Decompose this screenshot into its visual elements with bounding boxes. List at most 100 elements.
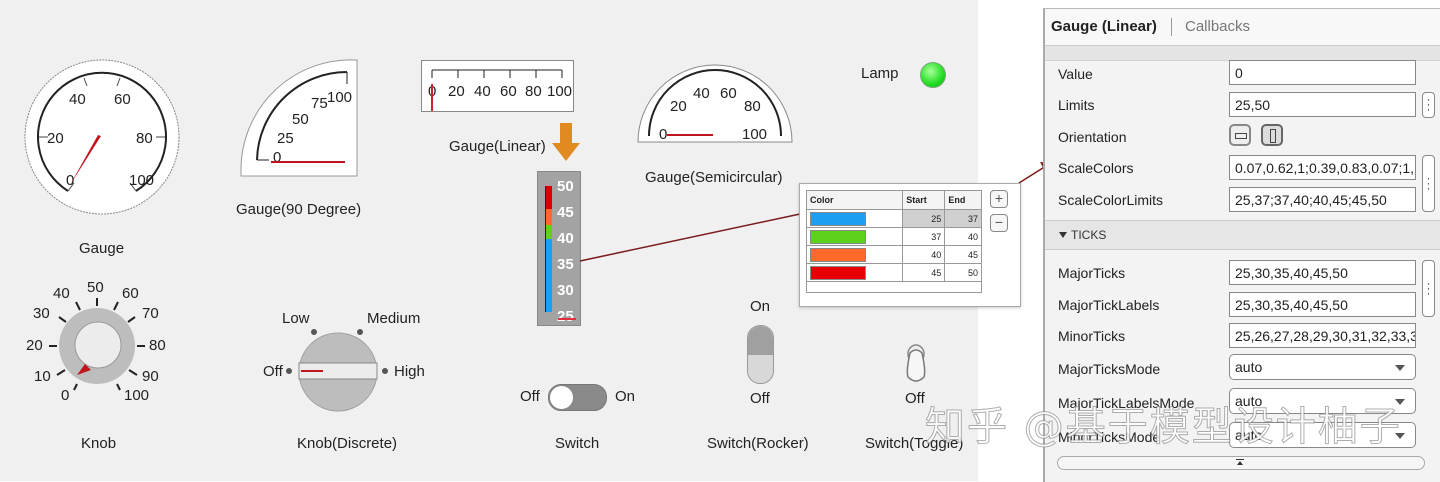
scale-colors-more-button[interactable]: ··· [1422,155,1435,212]
major-tick-labels-mode-label: MajorTickLabelsMode [1058,395,1195,411]
svg-text:60: 60 [500,83,517,100]
scale-band-green [546,225,552,239]
minor-ticks-label: MinorTicks [1058,328,1126,344]
table-row[interactable]: 37 40 [805,227,982,246]
svg-text:20: 20 [47,130,64,147]
orientation-horizontal-button[interactable] [1229,124,1251,146]
limits-more-button[interactable]: ··· [1422,92,1435,118]
color-swatch[interactable] [810,247,866,262]
start-cell[interactable]: 37 [902,227,946,246]
ticks-section-title: TICKS [1071,228,1107,242]
svg-text:0: 0 [61,387,69,404]
svg-text:100: 100 [742,126,767,143]
lamp-label: Lamp [861,65,899,82]
major-ticks-label: MajorTicks [1058,265,1126,281]
switch-thumb [549,385,574,410]
svg-text:20: 20 [670,98,687,115]
end-cell[interactable]: 37 [944,209,982,228]
table-row[interactable]: 45 50 [805,263,982,282]
orientation-label: Orientation [1058,129,1127,145]
start-cell[interactable]: 25 [902,209,946,228]
remove-row-button[interactable]: − [990,214,1008,232]
column-header-color: Color [805,190,904,210]
svg-text:90: 90 [142,368,159,385]
ninety-degree-gauge[interactable]: 0 25 50 75 100 [240,59,358,177]
svg-text:100: 100 [547,83,572,100]
svg-text:40: 40 [53,285,70,302]
property-inspector: Gauge (Linear) Callbacks Value 0 Limits … [1043,8,1440,482]
svg-text:70: 70 [142,305,159,322]
table-row[interactable]: 25 37 [805,209,982,228]
knob-discrete-option-off[interactable]: Off [263,363,283,380]
add-row-button[interactable]: + [990,190,1008,208]
limits-field[interactable]: 25,50 [1229,92,1416,117]
start-cell[interactable]: 45 [902,263,946,282]
svg-text:40: 40 [474,83,491,100]
gauge-semicircular-label: Gauge(Semicircular) [645,169,783,186]
knob-discrete-option-low[interactable]: Low [282,310,310,327]
scale-band-red [546,186,552,225]
tab-gauge-linear[interactable]: Gauge (Linear) [1051,18,1157,35]
gauge-linear-label: Gauge(Linear) [449,138,546,155]
rocker-switch[interactable] [747,325,774,384]
collapse-caret-icon [1059,232,1067,238]
color-swatch[interactable] [810,265,866,280]
switch-label: Switch [555,435,600,452]
arrow-down-icon [552,123,580,161]
linear-gauge-vertical[interactable]: 50 45 40 35 30 25 [537,171,581,326]
start-cell[interactable]: 40 [902,245,946,264]
limits-label: Limits [1058,97,1095,113]
major-tick-labels-label: MajorTickLabels [1058,297,1160,313]
major-ticks-mode-select[interactable]: auto [1229,354,1416,380]
minor-ticks-field[interactable]: 25,26,27,28,29,30,31,32,33,3 [1229,323,1416,348]
scale-color-limits-field[interactable]: 25,37;37,40;40,45;45,50 [1229,187,1416,212]
major-tick-labels-field[interactable]: 25,30,35,40,45,50 [1229,292,1416,317]
semicircular-gauge[interactable]: 0 20 40 60 80 100 [637,60,793,144]
end-cell[interactable]: 40 [944,227,982,246]
lamp-indicator[interactable] [920,62,946,88]
knob-label: Knob [81,435,117,452]
svg-text:0: 0 [66,172,74,189]
end-cell[interactable]: 50 [944,263,982,282]
svg-text:50: 50 [87,279,104,296]
major-tick-labels-mode-select[interactable]: auto [1229,388,1416,414]
ticks-section-header[interactable]: TICKS [1045,220,1440,250]
value-label: Value [1058,66,1093,82]
collapse-section-button[interactable] [1057,456,1425,470]
minor-ticks-mode-select[interactable]: auto [1229,422,1416,448]
scale-colors-field[interactable]: 0.07,0.62,1;0.39,0.83,0.07;1, [1229,155,1416,180]
svg-text:100: 100 [327,89,352,106]
chevron-down-icon [1395,399,1405,405]
ticks-more-button[interactable]: ··· [1422,260,1435,317]
circular-gauge[interactable]: 0 20 40 60 80 100 [22,57,182,217]
color-swatch[interactable] [810,229,866,244]
rocker-off-label: Off [750,390,770,407]
vertical-gauge-ticks: 50 45 40 35 30 25 [557,178,574,325]
scale-colors-label: ScaleColors [1058,160,1134,176]
toggle-switch[interactable] [904,343,928,385]
color-swatch[interactable] [810,211,866,226]
knob-discrete-option-high[interactable]: High [394,363,425,380]
svg-text:80: 80 [525,83,542,100]
discrete-knob[interactable] [280,325,400,425]
scale-band-blue [546,239,552,312]
collapse-up-icon [1236,459,1244,460]
scale-colors-editor-popup: Color Start End 25 37 37 40 40 45 45 50 … [799,183,1021,307]
knob-discrete-option-medium[interactable]: Medium [367,310,421,327]
vertical-icon [1270,129,1276,143]
table-row[interactable]: 40 45 [805,245,982,264]
orientation-vertical-button[interactable] [1261,124,1283,146]
major-ticks-field[interactable]: 25,30,35,40,45,50 [1229,260,1416,285]
linear-gauge-horizontal[interactable]: 0 20 40 60 80 100 [421,60,574,112]
slide-switch[interactable] [548,384,607,411]
tab-callbacks[interactable]: Callbacks [1185,18,1251,35]
column-header-start: Start [902,190,946,210]
watermark: 知乎 @基于模型设计柚子 [925,404,1402,451]
svg-text:60: 60 [122,285,139,302]
value-field[interactable]: 0 [1229,60,1416,85]
minor-ticks-mode-label: MinorTicksMode [1058,429,1161,445]
knob[interactable]: 0 10 20 30 40 50 60 70 80 90 100 [25,279,175,410]
chevron-down-icon [1395,365,1405,371]
svg-text:60: 60 [720,85,737,102]
end-cell[interactable]: 45 [944,245,982,264]
